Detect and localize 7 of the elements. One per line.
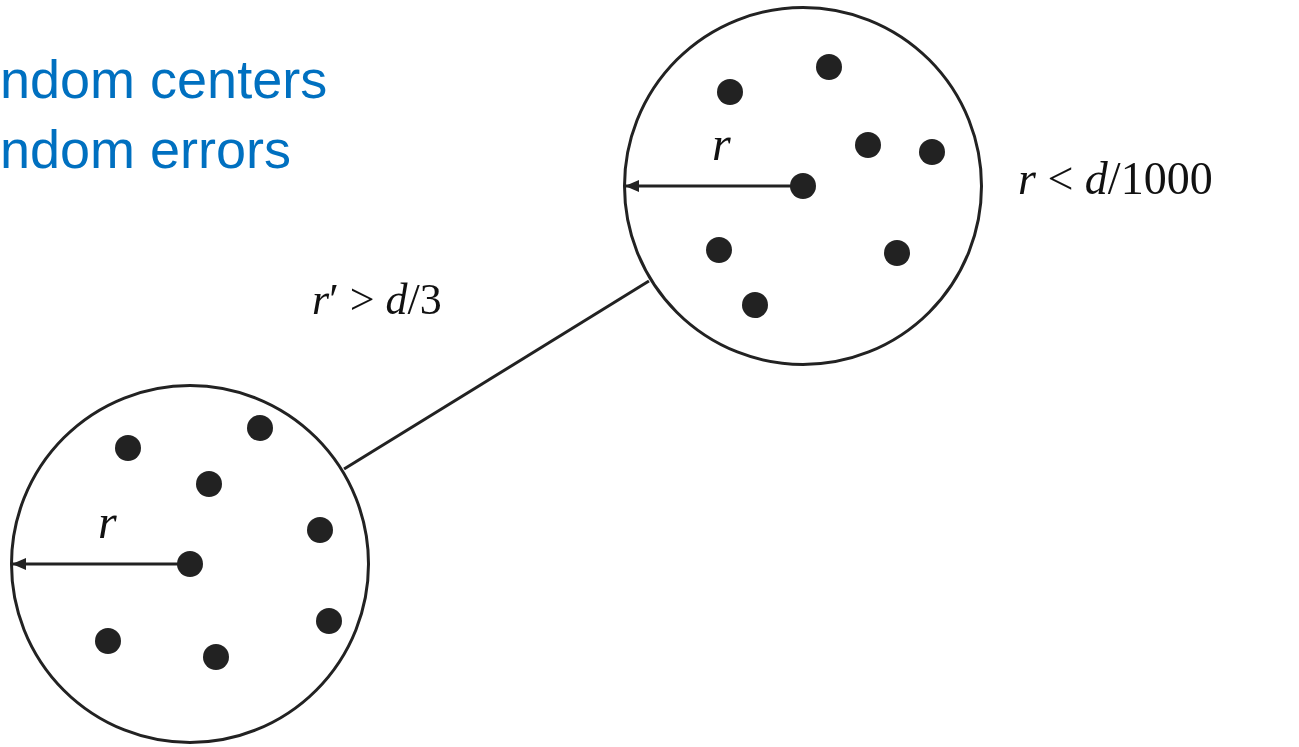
radius-label: r bbox=[98, 498, 117, 546]
inequality-text: r < d/1000 bbox=[1018, 152, 1213, 206]
heading-text: ndom errors bbox=[0, 118, 293, 181]
connector-line bbox=[343, 279, 650, 471]
heading-text: ndom centers bbox=[0, 48, 328, 111]
radius-label: r bbox=[712, 120, 731, 168]
edge-label: r′ > d/3 bbox=[312, 274, 442, 326]
